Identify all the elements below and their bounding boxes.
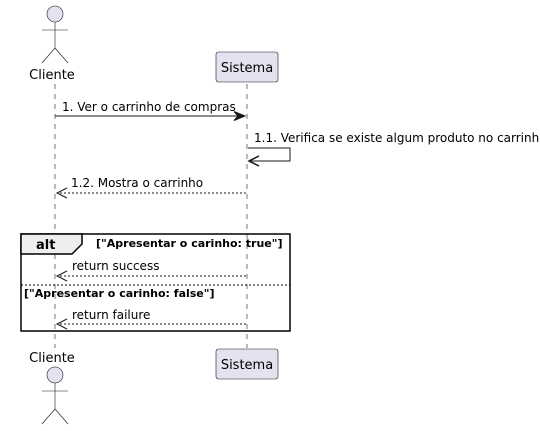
sistema-box-top bbox=[215, 51, 279, 83]
cliente-actor-top: Cliente bbox=[29, 5, 75, 83]
sistema-participant-top: Sistema bbox=[215, 51, 279, 83]
sistema-label-top: Sistema bbox=[221, 61, 273, 76]
alt-guard-true: ["Apresentar o carinho: true"] bbox=[96, 237, 283, 250]
message-1-1-label: 1.1. Verifica se existe algum produto no… bbox=[254, 131, 540, 145]
alt-fragment-header bbox=[20, 233, 83, 255]
message-1-1: 1.1. Verifica se existe algum produto no… bbox=[247, 131, 540, 167]
message-1-1-arrowhead-icon bbox=[247, 155, 260, 167]
return-success-label: return success bbox=[72, 259, 159, 273]
sistema-participant-bottom: Sistema bbox=[215, 348, 279, 380]
message-return-success: return success bbox=[55, 259, 246, 282]
alt-guard-false: ["Apresentar o carinho: false"] bbox=[24, 287, 215, 300]
message-1-label: 1. Ver o carrinho de compras bbox=[62, 100, 236, 114]
message-1-arrowhead-icon bbox=[233, 111, 247, 121]
return-failure-label: return failure bbox=[72, 308, 150, 322]
actor-head-icon bbox=[46, 5, 64, 23]
return-failure-arrowhead-icon bbox=[55, 318, 68, 330]
alt-keyword: alt bbox=[36, 238, 55, 253]
alt-fragment: alt ["Apresentar o carinho: true"] retur… bbox=[20, 233, 291, 332]
sistema-box-bottom bbox=[215, 348, 279, 380]
message-return-failure: return failure bbox=[55, 308, 246, 330]
alt-fragment-frame bbox=[20, 233, 291, 332]
actor-head-icon bbox=[46, 366, 64, 384]
return-success-arrowhead-icon bbox=[55, 270, 68, 282]
sistema-label-bottom: Sistema bbox=[221, 358, 273, 373]
message-1: 1. Ver o carrinho de compras bbox=[55, 100, 247, 121]
message-1-2: 1.2. Mostra o carrinho bbox=[55, 176, 246, 199]
message-1-1-arrow bbox=[248, 147, 291, 162]
cliente-label-top: Cliente bbox=[29, 68, 75, 83]
message-1-2-arrowhead-icon bbox=[55, 187, 68, 199]
cliente-label-bottom: Cliente bbox=[29, 351, 75, 366]
message-1-2-label: 1.2. Mostra o carrinho bbox=[71, 176, 203, 190]
cliente-actor-bottom: Cliente bbox=[29, 351, 75, 425]
